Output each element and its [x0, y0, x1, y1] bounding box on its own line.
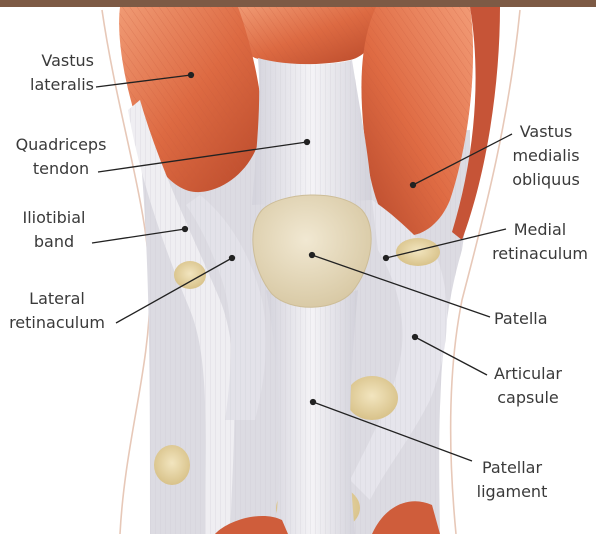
patella-bone — [253, 195, 371, 307]
vastus-medialis-obliquus-muscle — [361, 7, 500, 240]
patellar-ligament — [266, 290, 358, 534]
label-vastus-medialis-obliquus: Vastus medialis obliquus — [500, 120, 592, 192]
label-patella: Patella — [494, 307, 548, 331]
label-medial-retinaculum: Medial retinaculum — [486, 218, 594, 266]
label-quadriceps-tendon: Quadriceps tendon — [2, 133, 120, 181]
label-patellar-ligament: Patellar ligament — [470, 456, 554, 504]
label-articular-capsule: Articular capsule — [486, 362, 570, 410]
rectus-femoris-muscle — [234, 7, 380, 64]
label-iliotibial-band: Iliotibial band — [14, 206, 94, 254]
label-vastus-lateralis: Vastus lateralis — [14, 49, 94, 97]
quadriceps-tendon — [252, 58, 372, 205]
label-lateral-retinaculum: Lateral retinaculum — [2, 287, 112, 335]
